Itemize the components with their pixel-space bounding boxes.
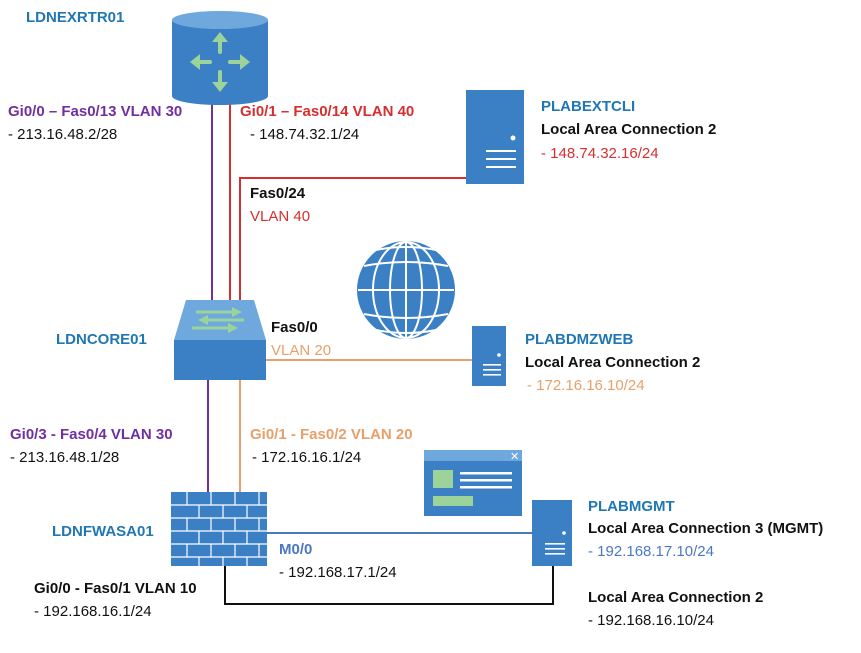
mgmt-server-icon bbox=[532, 500, 572, 566]
mgmt-iface-label: Local Area Connection 3 (MGMT) bbox=[588, 520, 824, 537]
router-icon bbox=[172, 11, 268, 105]
dmzweb-server-icon bbox=[472, 326, 506, 386]
mgmt-ip2-label: - 192.168.16.10/24 bbox=[588, 612, 714, 629]
dmzweb-name-label: PLABDMZWEB bbox=[525, 331, 634, 348]
link-switch-extcli-vlan40 bbox=[239, 177, 466, 300]
fw-gi00-ip: - 192.168.16.1/24 bbox=[34, 603, 152, 620]
mgmt-ip-label: - 192.168.17.10/24 bbox=[588, 543, 714, 560]
extcli-iface-label: Local Area Connection 2 bbox=[541, 121, 717, 138]
mgmt-iface2-label: Local Area Connection 2 bbox=[588, 589, 764, 606]
link-firewall-mgmt-vlan10 bbox=[224, 565, 554, 605]
firewall-icon bbox=[171, 492, 267, 566]
fw-gi01-ip: - 172.16.16.1/24 bbox=[252, 449, 362, 466]
connections bbox=[207, 95, 554, 605]
fw-m00-ip: - 192.168.17.1/24 bbox=[279, 564, 397, 581]
extcli-name-label: PLABEXTCLI bbox=[541, 98, 636, 115]
dmzweb-ip-label: - 172.16.16.10/24 bbox=[527, 377, 645, 394]
rtr-gi00-label: Gi0/0 – Fas0/13 VLAN 30 bbox=[8, 103, 183, 120]
extcli-server-icon bbox=[466, 90, 524, 184]
application-window-icon: ✕ bbox=[424, 450, 522, 516]
extcli-ip-label: - 148.74.32.16/24 bbox=[541, 145, 659, 162]
fw-gi00-label: Gi0/0 - Fas0/1 VLAN 10 bbox=[34, 580, 197, 597]
sw-fas024-vlan: VLAN 40 bbox=[250, 208, 311, 225]
svg-text:✕: ✕ bbox=[510, 450, 519, 463]
fw-gi03-ip: - 213.16.48.1/28 bbox=[10, 449, 120, 466]
router-name-label: LDNEXRTR01 bbox=[26, 9, 125, 26]
globe-icon bbox=[357, 241, 455, 339]
rtr-gi01-ip: - 148.74.32.1/24 bbox=[250, 126, 360, 143]
switch-name-label: LDNCORE01 bbox=[56, 331, 147, 348]
switch-icon bbox=[174, 300, 266, 380]
dmzweb-iface-label: Local Area Connection 2 bbox=[525, 354, 701, 371]
fw-m00-port: M0/0 bbox=[279, 541, 313, 558]
mgmt-name-label: PLABMGMT bbox=[588, 498, 675, 515]
sw-fas00-vlan: VLAN 20 bbox=[271, 342, 332, 359]
fw-gi03-label: Gi0/3 - Fas0/4 VLAN 30 bbox=[10, 426, 173, 443]
rtr-gi01-label: Gi0/1 – Fas0/14 VLAN 40 bbox=[240, 103, 415, 120]
sw-fas024-port: Fas0/24 bbox=[250, 185, 306, 202]
firewall-name-label: LDNFWASA01 bbox=[52, 523, 154, 540]
fw-gi01-label: Gi0/1 - Fas0/2 VLAN 20 bbox=[250, 426, 413, 443]
sw-fas00-port: Fas0/0 bbox=[271, 319, 318, 336]
rtr-gi00-ip: - 213.16.48.2/28 bbox=[8, 126, 118, 143]
